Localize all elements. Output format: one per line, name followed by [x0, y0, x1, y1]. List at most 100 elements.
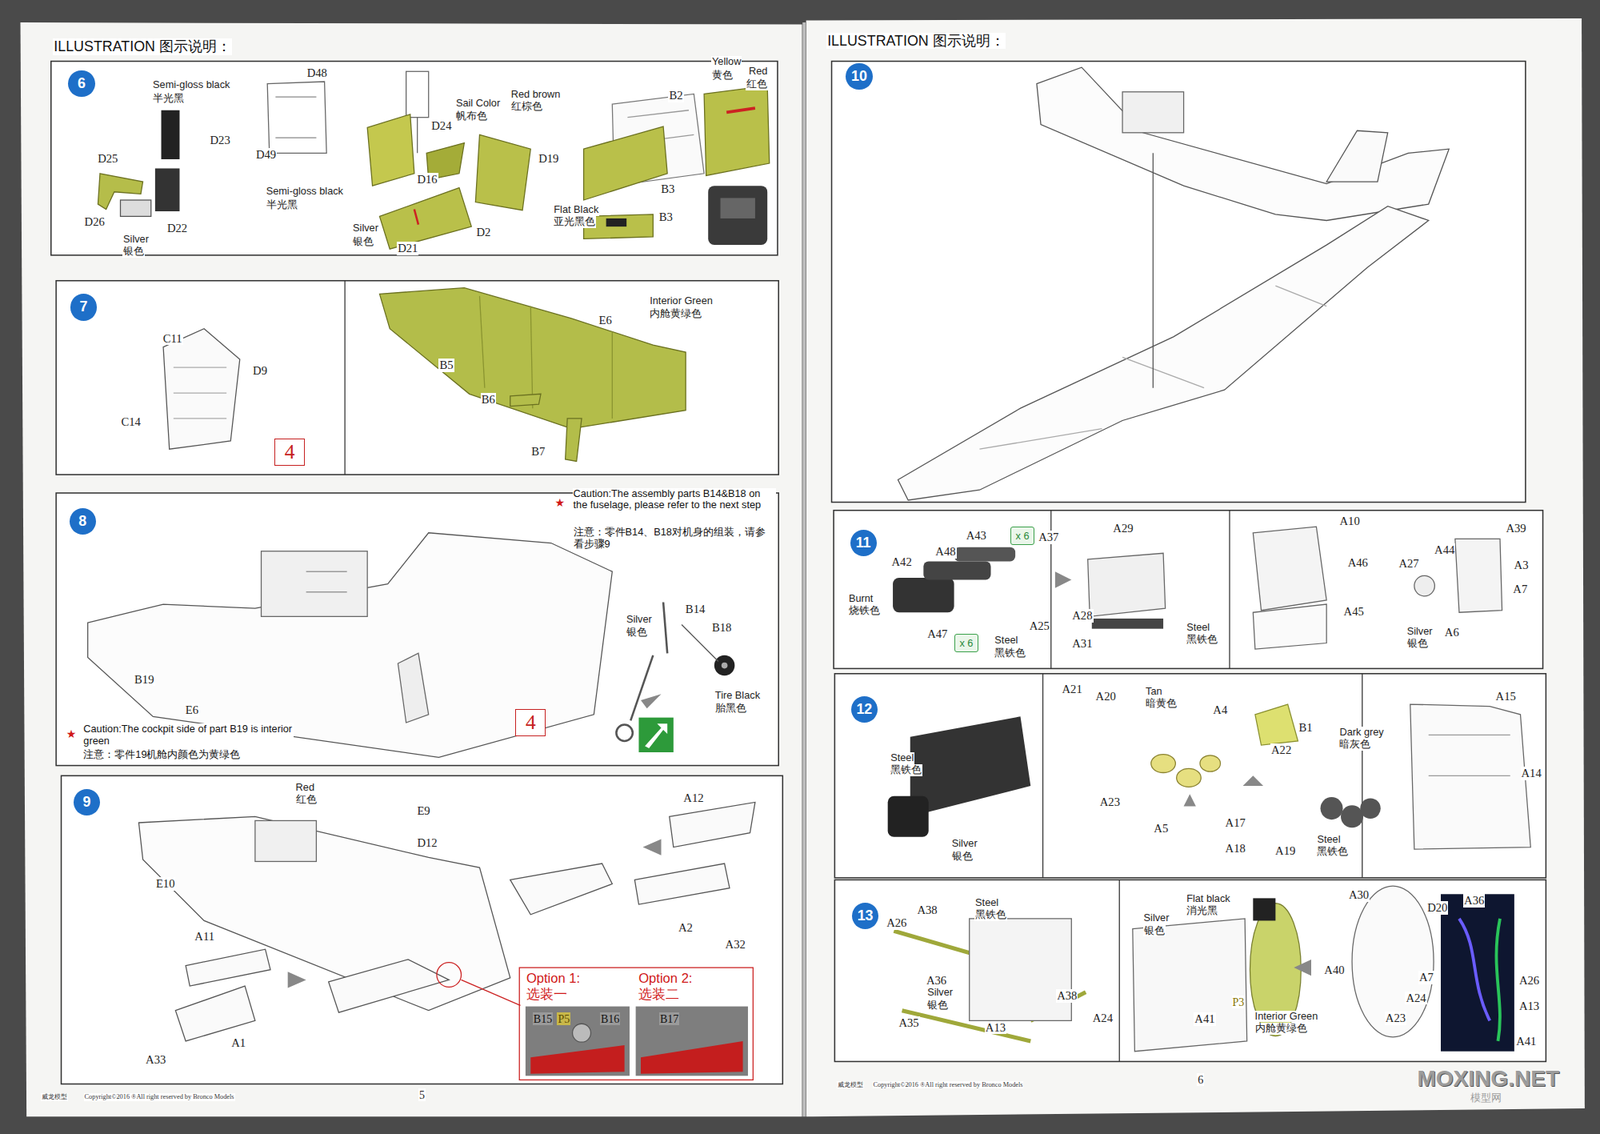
part-number: A24: [1404, 991, 1427, 1005]
part-number: A37: [1037, 530, 1060, 544]
color-name: 黑铁色: [889, 764, 923, 776]
color-name: Steel: [974, 896, 1000, 909]
part-number: E6: [184, 703, 200, 717]
part-number: D24: [430, 119, 452, 133]
color-name: Silver: [1143, 912, 1171, 924]
color-name: Silver: [625, 613, 653, 626]
color-name: 红色: [295, 793, 318, 806]
color-name: 暗黄色: [1144, 697, 1178, 710]
watermark: 模型网: [1469, 1092, 1503, 1104]
part-number: A5: [1152, 821, 1169, 836]
part-number: D25: [96, 152, 119, 166]
part-number: A41: [1193, 1012, 1216, 1026]
step-number: 4: [525, 710, 536, 735]
color-name: Interior Green: [1254, 1010, 1320, 1023]
color-name: 银色: [1143, 924, 1166, 937]
part-number: A33: [144, 1052, 167, 1067]
part-number: A45: [1343, 604, 1365, 619]
part-number: B17: [659, 1012, 680, 1025]
part-number: A25: [1028, 619, 1051, 633]
part-number: B2: [668, 88, 684, 103]
part-number: A38: [1056, 988, 1078, 1003]
part-number: A12: [682, 791, 704, 805]
part-number: C11: [162, 332, 184, 346]
star-mark: ★: [554, 496, 567, 509]
page-heading: ILLUSTRATION 图示说明：: [826, 32, 1006, 50]
color-name: 内舱黄绿色: [1254, 1022, 1308, 1035]
caution-note: 注意：零件B14、B18对机身的组装，请参看步骤9: [572, 526, 777, 550]
step-number: 13: [857, 907, 874, 924]
part-number: A31: [1071, 636, 1093, 651]
part-number: P5: [556, 1012, 571, 1025]
step-number: 12: [856, 700, 872, 718]
part-number: D23: [208, 133, 231, 148]
footer-text: Copyright©2016 ®All right reserved by Br…: [872, 1080, 1024, 1089]
color-name: 黄色: [711, 69, 734, 82]
part-number: A2: [677, 920, 694, 935]
part-number: A19: [1274, 844, 1296, 858]
part-number: A23: [1099, 795, 1121, 809]
color-name: Silver: [122, 233, 150, 246]
page-heading: ILLUSTRATION 图示说明：: [52, 38, 232, 56]
color-name: 半光黑: [152, 92, 185, 105]
color-name: 烧铁色: [848, 604, 881, 617]
color-name: 银色: [122, 245, 145, 258]
part-number: A4: [1212, 703, 1228, 717]
color-name: Steel: [1316, 833, 1341, 846]
part-number: D16: [416, 172, 438, 187]
part-number: A41: [1515, 1034, 1537, 1048]
part-number: A38: [916, 903, 938, 917]
part-number: D2: [475, 225, 492, 240]
quantity-box: x 6: [1010, 526, 1036, 545]
color-name: Red brown: [510, 88, 562, 101]
color-name: 黑铁色: [1316, 845, 1349, 858]
part-number: A14: [1520, 766, 1543, 780]
part-number: E6: [597, 313, 612, 328]
step-number-circle: 10: [845, 63, 872, 90]
color-name: Steel: [889, 752, 915, 764]
option-label: 选装一: [525, 986, 568, 1002]
step-reference-box: 4: [515, 708, 546, 736]
color-name: 消光黑: [1185, 904, 1219, 917]
color-name: 红棕色: [510, 100, 544, 113]
part-number: B15: [532, 1012, 553, 1025]
color-name: Semi-gloss black: [265, 185, 344, 198]
step-number: 6: [77, 75, 86, 92]
color-name: Steel: [993, 634, 1019, 647]
part-number: D48: [306, 66, 328, 80]
part-number: A22: [1270, 743, 1292, 757]
part-number: B19: [133, 672, 155, 687]
step-number-circle: 8: [69, 508, 96, 535]
part-number: D21: [396, 241, 419, 256]
footer-text: 威龙模型: [40, 1092, 68, 1101]
quantity-box: x 6: [954, 633, 980, 652]
color-name: 银色: [951, 850, 974, 863]
part-number: A42: [891, 555, 913, 569]
step-number: 10: [851, 68, 868, 85]
part-number: A30: [1348, 888, 1370, 902]
part-number: B6: [480, 392, 496, 407]
caution-note: Caution:The cockpit side of part B19 is …: [82, 723, 293, 747]
color-name: 半光黑: [265, 199, 299, 212]
color-name: 内舱黄绿色: [648, 308, 703, 320]
part-number: A43: [965, 528, 988, 543]
color-name: Flat black: [1185, 892, 1232, 905]
color-name: 亚光黑色: [552, 216, 596, 228]
color-name: 黑铁色: [993, 647, 1027, 660]
part-number: D12: [416, 836, 438, 850]
part-number: D20: [1426, 900, 1448, 915]
part-number: A17: [1224, 816, 1247, 830]
part-number: B16: [600, 1012, 620, 1025]
part-number: A36: [925, 973, 948, 988]
step-number: x 6: [1016, 529, 1030, 542]
part-number: A13: [1518, 999, 1540, 1013]
part-number: A20: [1095, 689, 1117, 704]
part-number: B1: [1297, 720, 1313, 735]
color-name: Silver: [926, 986, 954, 999]
part-number: A47: [926, 627, 948, 641]
part-number: D9: [252, 364, 268, 378]
color-name: 胎黑色: [714, 702, 748, 715]
step-number-circle: 9: [73, 788, 100, 816]
step-number: 11: [856, 534, 872, 552]
color-name: 帆布色: [455, 110, 488, 123]
